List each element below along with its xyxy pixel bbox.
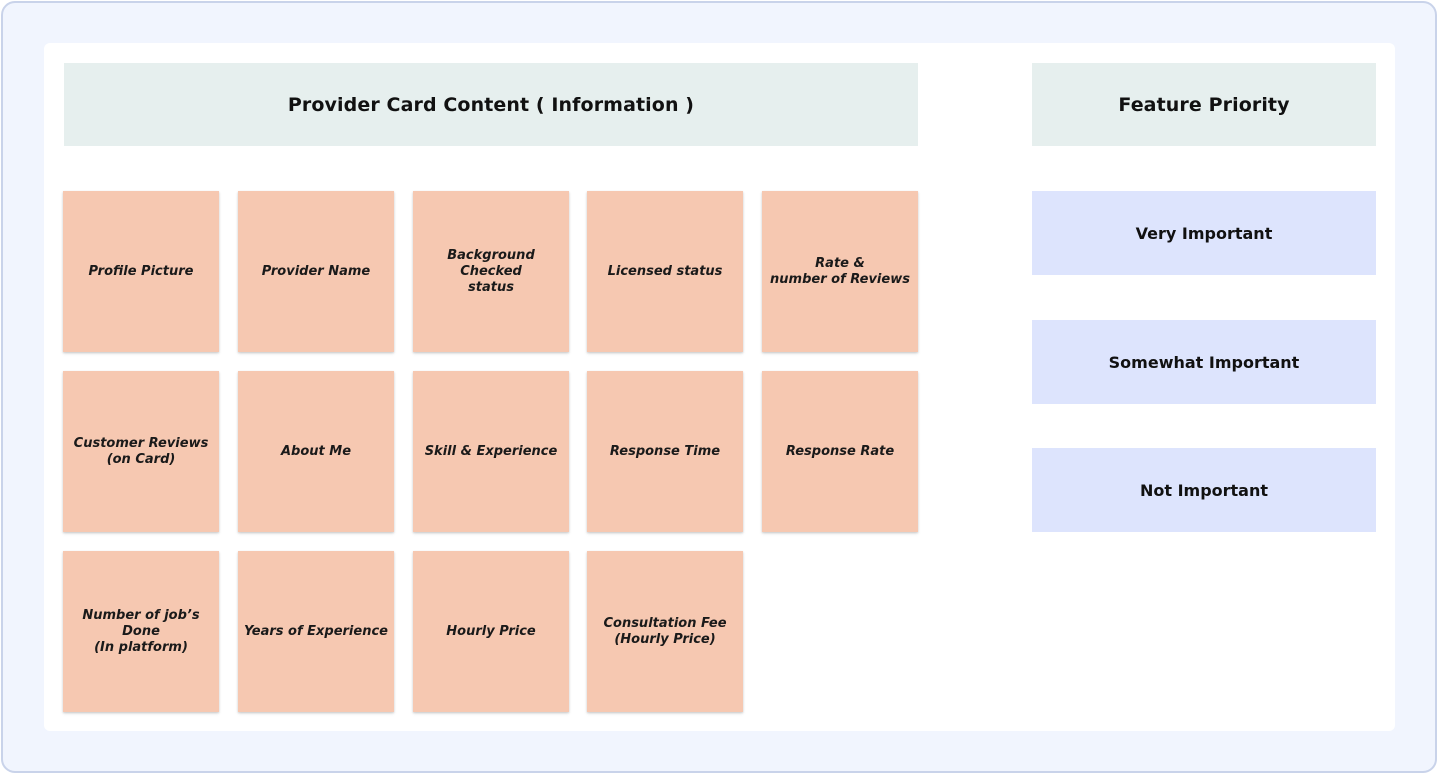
sticky-note-response-rate[interactable]: Response Rate [762,371,918,532]
sticky-note-rate-reviews[interactable]: Rate & number of Reviews [762,191,918,352]
sticky-note-about-me[interactable]: About Me [238,371,394,532]
priority-very-important[interactable]: Very Important [1032,191,1376,275]
sticky-note-jobs-done[interactable]: Number of job’s Done (In platform) [63,551,219,712]
priority-somewhat-important[interactable]: Somewhat Important [1032,320,1376,404]
sticky-label: Provider Name [261,263,371,279]
sticky-note-background-checked[interactable]: Background Checked status [413,191,569,352]
sticky-label: Hourly Price [446,623,536,639]
sticky-note-consultation-fee[interactable]: Consultation Fee (Hourly Price) [587,551,743,712]
priority-label: Not Important [1139,480,1269,500]
priority-label: Somewhat Important [1108,352,1300,372]
sticky-note-response-time[interactable]: Response Time [587,371,743,532]
sticky-label: Response Time [609,443,721,459]
sticky-note-customer-reviews[interactable]: Customer Reviews (on Card) [63,371,219,532]
sticky-note-hourly-price[interactable]: Hourly Price [413,551,569,712]
sticky-note-years-experience[interactable]: Years of Experience [238,551,394,712]
sticky-label: Consultation Fee (Hourly Price) [603,615,727,647]
provider-card-content-header: Provider Card Content ( Information ) [64,63,918,146]
sticky-label: Rate & number of Reviews [770,255,910,287]
priority-not-important[interactable]: Not Important [1032,448,1376,532]
priority-label: Very Important [1135,223,1273,243]
sticky-label: Customer Reviews (on Card) [73,435,209,467]
sticky-label: Profile Picture [88,263,194,279]
feature-priority-header: Feature Priority [1032,63,1376,146]
sticky-label: Number of job’s Done (In platform) [82,607,200,655]
sticky-label: Years of Experience [244,623,388,639]
sticky-note-skill-experience[interactable]: Skill & Experience [413,371,569,532]
sticky-label: Background Checked status [447,247,535,295]
sticky-note-provider-name[interactable]: Provider Name [238,191,394,352]
sticky-note-profile-picture[interactable]: Profile Picture [63,191,219,352]
sticky-label: Skill & Experience [424,443,558,459]
sticky-label: Response Rate [785,443,895,459]
sticky-label: About Me [280,443,352,459]
sticky-label: Licensed status [607,263,723,279]
sticky-note-licensed-status[interactable]: Licensed status [587,191,743,352]
